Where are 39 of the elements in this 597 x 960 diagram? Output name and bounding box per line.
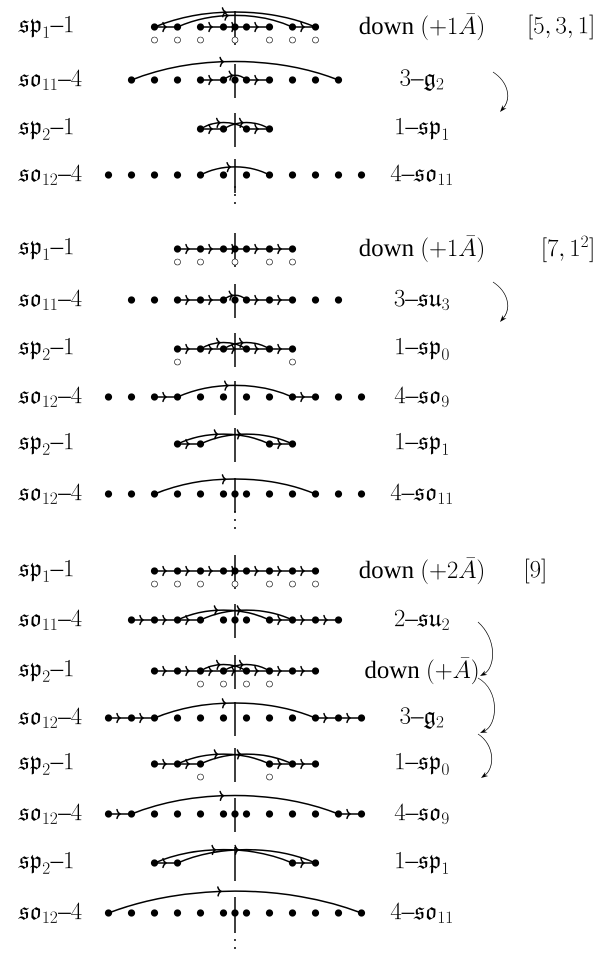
partition-label: $[5,3,1]$	[530, 14, 593, 40]
row-label: $4\text{--}\mathfrak{so}_{11}$	[390, 484, 452, 504]
row-label: $1\text{--}\mathfrak{sp}_1$	[396, 118, 448, 140]
row-label: $\mathfrak{so}_{11}\text{--}4$	[18, 610, 82, 630]
row-label: $\mathfrak{so}_{12}\text{--}4$	[18, 164, 82, 185]
partition-label: $[9]$	[526, 558, 545, 584]
row-label: $1\text{--}\mathfrak{sp}_0$	[396, 752, 449, 776]
row-label: $3\text{--}\mathfrak{su}_3$	[394, 290, 449, 310]
row-label: $\text{down }(+2\bar{A})$	[360, 557, 483, 584]
row-label: $\mathfrak{sp}_2\text{--}1$	[18, 752, 73, 775]
row-label: $\mathfrak{sp}_1\text{--}1$	[18, 16, 73, 38]
row-label: $4\text{--}\mathfrak{so}_9$	[394, 804, 449, 824]
row-label: $3\text{--}\mathfrak{g}_2$	[400, 69, 444, 91]
row-label: $1\text{--}\mathfrak{sp}_0$	[396, 338, 449, 360]
row-label: $\mathfrak{sp}_2\text{--}1$	[18, 118, 73, 140]
row-label: $\mathfrak{sp}_1\text{--}1$	[18, 238, 73, 260]
row-label: $\mathfrak{sp}_2\text{--}1$	[18, 432, 73, 455]
row-label: $\mathfrak{sp}_1\text{--}1$	[18, 560, 73, 582]
row-label: $1\text{--}\mathfrak{sp}_1$	[396, 852, 448, 874]
row-label: $4\text{--}\mathfrak{so}_{11}$	[390, 902, 452, 923]
row-label: $\mathfrak{so}_{12}\text{--}4$	[18, 804, 82, 824]
row-label: $\text{down }(+1\bar{A})$	[360, 235, 483, 262]
row-label: $\mathfrak{so}_{12}\text{--}4$	[18, 708, 82, 728]
row-label: $\mathfrak{so}_{12}\text{--}4$	[18, 386, 82, 407]
row-label: $2\text{--}\mathfrak{su}_2$	[394, 610, 449, 630]
row-label: $\text{down }(+\bar{A})$	[365, 657, 478, 684]
row-label: $\mathfrak{so}_{11}\text{--}4$	[18, 70, 82, 90]
row-label: $\mathfrak{sp}_2\text{--}1$	[18, 660, 73, 682]
row-label: $\mathfrak{so}_{12}\text{--}4$	[18, 902, 82, 923]
partition-label: $[7,1^2]$	[544, 236, 593, 262]
row-label: $\mathfrak{so}_{12}\text{--}4$	[18, 484, 82, 504]
row-label: $\mathfrak{sp}_2\text{--}1$	[18, 852, 73, 874]
row-label: $4\text{--}\mathfrak{so}_{11}$	[390, 164, 452, 185]
row-label: $\mathfrak{sp}_2\text{--}1$	[18, 338, 73, 360]
row-label: $1\text{--}\mathfrak{sp}_1$	[396, 432, 448, 455]
row-label: $\text{down }(+1\bar{A})$	[360, 13, 483, 40]
row-label: $\mathfrak{so}_{11}\text{--}4$	[18, 290, 82, 310]
row-label: $4\text{--}\mathfrak{so}_9$	[394, 386, 449, 408]
row-label: $3\text{--}\mathfrak{g}_2$	[400, 707, 444, 729]
